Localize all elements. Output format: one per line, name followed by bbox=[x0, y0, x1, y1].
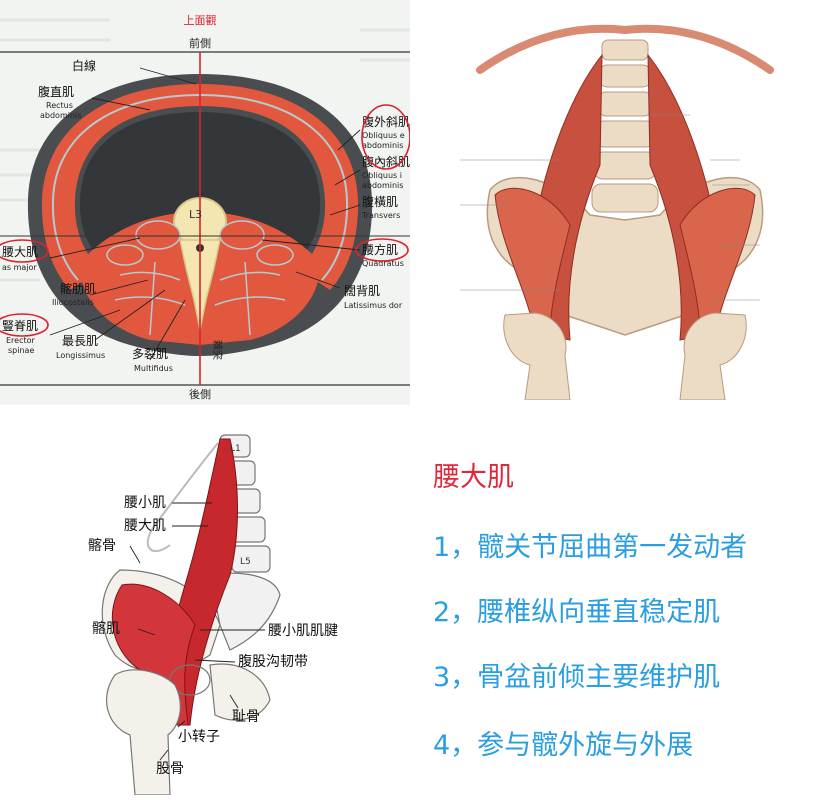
label-psoas-minor-tendon: 腰小肌肌腱 bbox=[268, 623, 338, 639]
side-view-svg: L1 L5 腰小肌 腰大肌 髂骨 髂肌 腰小肌肌腱 腹股沟韧带 耻骨 小转子 股… bbox=[60, 425, 380, 795]
vertebra-label: L3 bbox=[189, 208, 202, 221]
label-longi-en: Longissimus bbox=[56, 351, 105, 360]
label-erector-cn: 豎脊肌 bbox=[2, 319, 38, 333]
highlight-ring-quadratus bbox=[355, 238, 409, 262]
label-psoas-minor: 腰小肌 bbox=[124, 495, 166, 511]
label-psoas-major: 腰大肌 bbox=[124, 518, 166, 534]
pubis-bone bbox=[209, 663, 271, 721]
label-erector-en1: Erector bbox=[6, 336, 36, 345]
label-quad-en: Quadratus bbox=[362, 259, 404, 268]
background-text-lines bbox=[0, 18, 410, 282]
spinous-label: 棘突 bbox=[211, 340, 224, 360]
label-trans-en: Transvers bbox=[361, 211, 400, 220]
label-rectus-en2: abdominis bbox=[40, 111, 81, 120]
leader-lines bbox=[49, 67, 361, 361]
front-label: 前側 bbox=[189, 36, 211, 50]
label-psoas-cn: 腰大肌 bbox=[2, 245, 38, 259]
front-view-svg bbox=[450, 15, 800, 400]
label-quad-cn: 腰方肌 bbox=[362, 242, 398, 257]
label-rectus-cn: 腹直肌 bbox=[38, 85, 74, 99]
view-label: 上面觀 bbox=[184, 14, 217, 27]
label-int-obl-en2: abdominis bbox=[362, 181, 403, 190]
front-leader-lines bbox=[460, 114, 760, 301]
label-femur: 股骨 bbox=[156, 761, 184, 777]
iliacus-right-front bbox=[679, 187, 756, 336]
label-psoas-en: as major bbox=[2, 263, 37, 272]
label-ilio-cn: 髂肋肌 bbox=[60, 281, 96, 296]
label-multi-en: Multifidus bbox=[134, 364, 173, 373]
highlight-ring-obliques bbox=[361, 104, 410, 170]
label-pubis: 耻骨 bbox=[232, 709, 260, 725]
label-int-obl-en1: Obliquus i bbox=[362, 171, 402, 180]
fascia-line bbox=[199, 94, 349, 281]
point-item-3: 3，骨盆前倾主要维护肌 bbox=[433, 662, 721, 693]
femur-left-front bbox=[503, 312, 571, 400]
highlight-ring-psoas bbox=[0, 239, 49, 263]
label-longi-cn: 最長肌 bbox=[62, 334, 98, 348]
highlight-ring-erector bbox=[0, 313, 49, 337]
label-lat-cn: 闊背肌 bbox=[344, 284, 380, 298]
label-ilio-en: Iliocostalis bbox=[52, 298, 94, 307]
back-label: 後側 bbox=[189, 387, 211, 401]
lumbar-spine bbox=[591, 39, 659, 213]
label-lat-en: Latissimus dor bbox=[344, 301, 403, 310]
point-item-2: 2，腰椎纵向垂直稳定肌 bbox=[433, 597, 721, 628]
rib-arc bbox=[476, 24, 774, 74]
psoas-left bbox=[135, 220, 181, 250]
label-rectus-en1: Rectus bbox=[46, 101, 73, 110]
label-l5: L5 bbox=[240, 557, 251, 567]
point-item-4: 4，参与髋外旋与外展 bbox=[433, 730, 694, 761]
side-view-figure: L1 L5 腰小肌 腰大肌 髂骨 髂肌 腰小肌肌腱 腹股沟韧带 耻骨 小转子 股… bbox=[60, 425, 380, 795]
key-points: 腰大肌 1，髋关节屈曲第一发动者 2，腰椎纵向垂直稳定肌 3，骨盆前倾主要维护肌… bbox=[425, 455, 805, 775]
label-trans-cn: 腹橫肌 bbox=[362, 195, 398, 209]
quadratus-left bbox=[106, 244, 144, 266]
label-int-obl-cn: 腹內斜肌 bbox=[362, 155, 410, 169]
label-ext-obl-en1: Obliquus e bbox=[362, 131, 405, 140]
label-ilium: 髂骨 bbox=[88, 537, 116, 554]
cross-section-figure: 上面觀 前側 後側 L3 棘突 白線 腹直肌 Rectus abdominis … bbox=[0, 0, 410, 405]
label-erector-en2: spinae bbox=[8, 346, 34, 355]
femur-right-front bbox=[679, 312, 747, 400]
abdominal-wall-muscle bbox=[41, 84, 359, 290]
psoas-right bbox=[219, 220, 265, 250]
label-inguinal-ligament: 腹股沟韧带 bbox=[238, 653, 308, 670]
erector-segments bbox=[114, 261, 286, 336]
label-iliacus: 髂肌 bbox=[92, 620, 120, 637]
iliacus-left-front bbox=[494, 187, 571, 336]
sacrum bbox=[209, 572, 281, 651]
label-l1: L1 bbox=[230, 444, 241, 454]
label-multi-cn: 多裂肌 bbox=[132, 347, 168, 361]
label-ext-obl-cn: 腹外斜肌 bbox=[362, 115, 410, 129]
psoas-minor-band bbox=[146, 442, 219, 552]
front-view-figure bbox=[450, 15, 800, 400]
point-item-1: 1，髋关节屈曲第一发动者 bbox=[433, 532, 748, 563]
label-lesser-trochanter: 小转子 bbox=[178, 729, 220, 745]
cross-section-svg: 上面觀 前側 後側 L3 棘突 白線 腹直肌 Rectus abdominis … bbox=[0, 0, 410, 405]
points-title: 腰大肌 bbox=[433, 462, 514, 493]
label-linea-alba: 白線 bbox=[72, 58, 96, 73]
label-ext-obl-en2: abdominis bbox=[362, 141, 403, 150]
quadratus-right bbox=[256, 244, 294, 266]
side-leader-lines bbox=[129, 502, 265, 761]
femur-side bbox=[106, 669, 181, 795]
